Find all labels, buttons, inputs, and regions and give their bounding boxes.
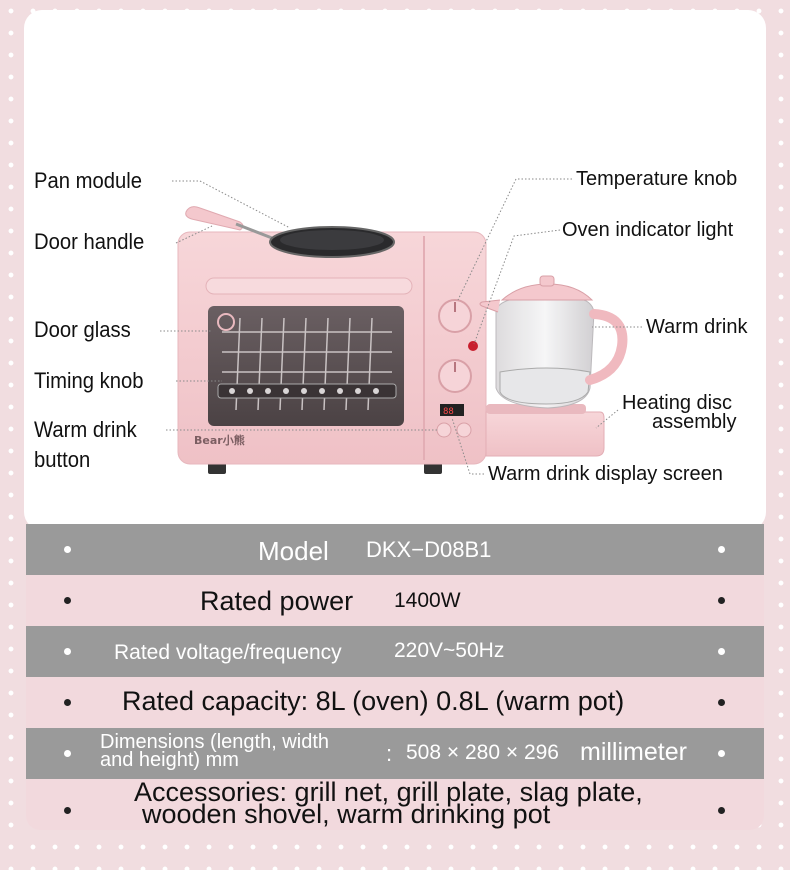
power-value: 1400W — [394, 589, 461, 612]
dimensions-label-line1: Dimensions (length, width — [100, 731, 329, 753]
brand-logo: Bear小熊 — [194, 433, 245, 447]
spec-row-model: Model DKX−D08B1 — [26, 524, 764, 575]
callout-door-glass: Door glass — [34, 317, 131, 342]
breakfast-machine-illustration: Bear小熊 88 — [160, 178, 642, 475]
pan-handle — [185, 206, 244, 231]
svg-text:88: 88 — [443, 407, 454, 417]
callout-warm-drink-button-line2: button — [34, 447, 91, 472]
callout-door-handle: Door handle — [34, 229, 145, 254]
warm-drink-button-right — [456, 422, 472, 438]
spec-row-capacity: Rated capacity: 8L (oven) 0.8L (warm pot… — [26, 677, 764, 728]
spec-row-accessories: Accessories: grill net, grill plate, sla… — [26, 779, 764, 830]
power-label: Rated power — [200, 586, 354, 616]
accessories-line2: wooden shovel, warm drinking pot — [142, 799, 551, 829]
spec-table: Model DKX−D08B1 Rated power 1400W Rated … — [26, 524, 764, 830]
callout-temperature-knob: Temperature knob — [576, 168, 738, 190]
dimensions-value: 508 × 280 × 296 — [406, 741, 559, 764]
voltage-label: Rated voltage/frequency — [114, 641, 342, 664]
model-value: DKX−D08B1 — [366, 537, 492, 562]
callout-oven-indicator-light: Oven indicator light — [562, 219, 734, 241]
dimensions-unit: millimeter — [580, 738, 687, 766]
oven-indicator-light — [468, 341, 478, 351]
dimensions-label-line2: and height) mm — [100, 749, 239, 771]
timing-knob — [438, 359, 472, 393]
capacity-text: Rated capacity: 8L (oven) 0.8L (warm pot… — [122, 686, 625, 716]
callout-pan-module: Pan module — [34, 168, 143, 193]
callout-warm-drink: Warm drink — [646, 316, 748, 338]
callout-heating-disc-line2: assembly — [652, 411, 737, 433]
accessories-line1: Accessories: grill net, grill plate, sla… — [134, 777, 643, 807]
spec-row-voltage: Rated voltage/frequency 220V~50Hz — [26, 626, 764, 677]
display-screen — [440, 404, 464, 416]
temperature-knob — [438, 299, 472, 333]
spec-row-power: Rated power 1400W — [26, 575, 764, 626]
warm-drink-button-left — [436, 422, 452, 438]
callout-timing-knob: Timing knob — [34, 368, 144, 393]
spec-row-dimensions: Dimensions (length, width and height) mm… — [26, 728, 764, 779]
callout-display-screen: Warm drink display screen — [488, 463, 723, 485]
callout-heating-disc-line1: Heating disc — [622, 392, 733, 414]
model-label: Model — [258, 536, 329, 566]
heating-disc-assembly — [485, 411, 605, 457]
callout-warm-drink-button-line1: Warm drink — [34, 417, 137, 442]
dimensions-colon: : — [386, 741, 393, 766]
voltage-value: 220V~50Hz — [394, 639, 505, 662]
door-handle — [205, 277, 413, 295]
